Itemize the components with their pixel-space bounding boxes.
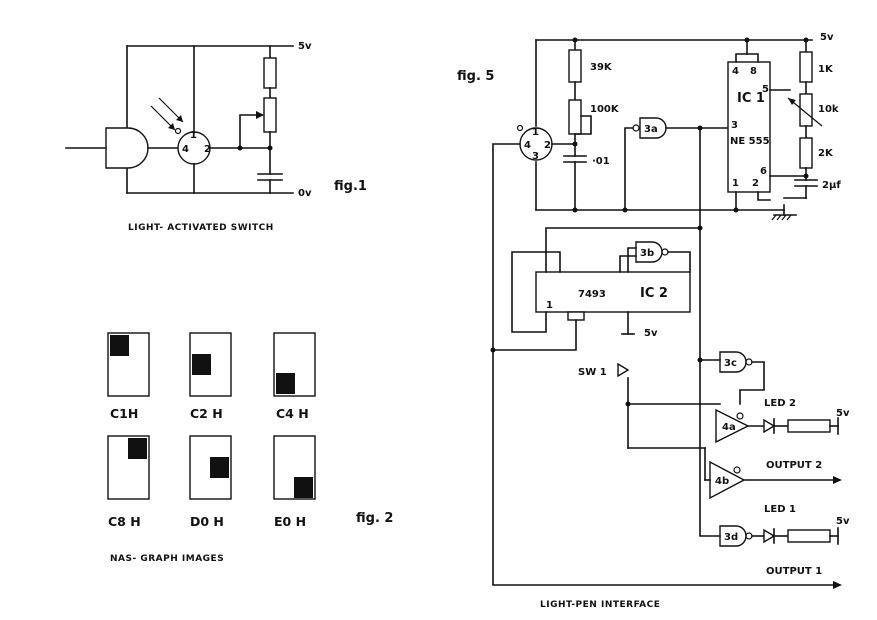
- fig2-image-label: D0 H: [190, 514, 224, 529]
- fig5-photo-pin: 1: [532, 127, 539, 138]
- fig5-ic2-pin: 1: [546, 300, 553, 311]
- fig5-buffer-4a: [715, 408, 750, 444]
- fig5-resistor-1k: [799, 51, 813, 83]
- fig2-image-label: C4 H: [276, 406, 309, 421]
- fig5-ic1-pin: 2: [752, 178, 759, 189]
- fig5-photo-pin: 3: [532, 151, 539, 162]
- fig5-caption: LIGHT-PEN INTERFACE: [540, 600, 660, 610]
- fig5-led1-label: LED 1: [764, 504, 796, 515]
- fig5-switch-sw1[interactable]: [617, 362, 630, 378]
- fig5-sw-supply: 5v: [644, 328, 658, 339]
- fig5-output2-label: OUTPUT 2: [766, 460, 822, 471]
- fig1-pin-4: 4: [182, 144, 189, 155]
- fig5-gate-label: 3b: [640, 248, 654, 259]
- fig2-image-label: E0 H: [274, 514, 306, 529]
- fig5-photo-pin: 2: [544, 140, 551, 151]
- fig2-image-c1h: C1H: [107, 332, 150, 421]
- fig5-ic2-7493: [535, 271, 691, 313]
- fig5-supply: 5v: [820, 32, 834, 43]
- fig5-sw-label: SW 1: [578, 367, 607, 378]
- fig1-light-arrows-icon: [150, 97, 184, 131]
- fig1-light-activated-switch: 5v 0v 1 2 4: [65, 41, 367, 233]
- fig1-pin-1: 1: [190, 130, 197, 141]
- fig5-output1-label: OUTPUT 1: [766, 566, 822, 577]
- fig5-gate-label: 4a: [722, 422, 736, 433]
- fig5-gate-label: 4b: [715, 476, 729, 487]
- fig1-resistor: [263, 57, 277, 89]
- fig5-ic1-ne555: [727, 61, 771, 193]
- fig1-nand-gate: [105, 127, 149, 169]
- fig1-supply-0v: 0v: [298, 188, 312, 199]
- fig5-light-pen-interface: fig. 5 5v 1 4 2 3 39K 100K: [457, 32, 850, 610]
- fig1-label: fig.1: [334, 179, 367, 194]
- fig5-pot2-label: 10k: [818, 104, 839, 115]
- fig2-image-label: C2 H: [190, 406, 223, 421]
- fig5-resistor-led2: [787, 419, 831, 433]
- fig2-label: fig. 2: [356, 511, 393, 526]
- fig2-image-label: C8 H: [108, 514, 141, 529]
- fig5-r2-label: 1K: [818, 64, 834, 75]
- fig2-image-label: C1H: [110, 406, 138, 421]
- fig5-ic1-pin: 3: [731, 120, 738, 131]
- fig2-image-d0h: D0 H: [189, 435, 232, 529]
- fig2-caption: NAS- GRAPH IMAGES: [110, 554, 224, 564]
- fig5-ic1-type: NE 555: [730, 136, 770, 147]
- fig5-led2-supply: 5v: [836, 408, 850, 419]
- fig5-led2-diode-icon: [763, 418, 776, 434]
- ground-icon: [771, 204, 797, 221]
- fig1-supply-5v: 5v: [298, 41, 312, 52]
- fig5-led1-supply: 5v: [836, 516, 850, 527]
- fig5-resistor-led1: [787, 529, 831, 543]
- fig5-resistor-39k: [568, 49, 582, 83]
- fig5-r3-label: 2K: [818, 148, 834, 159]
- fig5-gate-label: 3d: [724, 532, 738, 543]
- fig5-led1-diode-icon: [763, 528, 776, 544]
- fig5-cap1-label: ·01: [592, 156, 610, 167]
- fig1-potentiometer: [263, 97, 277, 133]
- fig2-image-c2h: C2 H: [189, 332, 232, 421]
- fig5-led2-label: LED 2: [764, 398, 796, 409]
- fig5-gate-3a: [639, 117, 667, 139]
- fig5-ic1-pin: 4: [732, 66, 739, 77]
- fig1-pin-2: 2: [204, 144, 211, 155]
- fig2-image-c4h: C4 H: [273, 332, 316, 421]
- fig5-ic1-pin: 6: [760, 166, 767, 177]
- fig5-ic1-pin: 5: [762, 84, 769, 95]
- fig5-label: fig. 5: [457, 69, 494, 84]
- fig5-cap2-label: 2μf: [822, 180, 841, 191]
- fig5-ic1-pin: 8: [750, 66, 757, 77]
- fig5-gate-label: 3a: [644, 124, 658, 135]
- fig1-caption: LIGHT- ACTIVATED SWITCH: [128, 223, 274, 233]
- fig5-gate-label: 3c: [724, 358, 737, 369]
- fig5-photo-pin: 4: [524, 140, 531, 151]
- fig5-ic2-label: IC 2: [640, 286, 668, 301]
- fig5-ic1-pin: 1: [732, 178, 739, 189]
- fig5-ic2-type: 7493: [578, 289, 606, 300]
- fig5-ic1-label: IC 1: [737, 91, 765, 106]
- fig5-pot1-label: 100K: [590, 104, 620, 115]
- fig2-image-e0h: E0 H: [273, 435, 316, 529]
- fig5-resistor-2k: [799, 137, 813, 169]
- fig5-r1-label: 39K: [590, 62, 613, 73]
- fig2-nas-graph-images: C1H C2 H C4 H C8 H D0 H E0 H fig. 2 N: [107, 332, 393, 564]
- fig2-image-c8h: C8 H: [107, 435, 150, 529]
- fig5-pot-100k: [568, 99, 582, 135]
